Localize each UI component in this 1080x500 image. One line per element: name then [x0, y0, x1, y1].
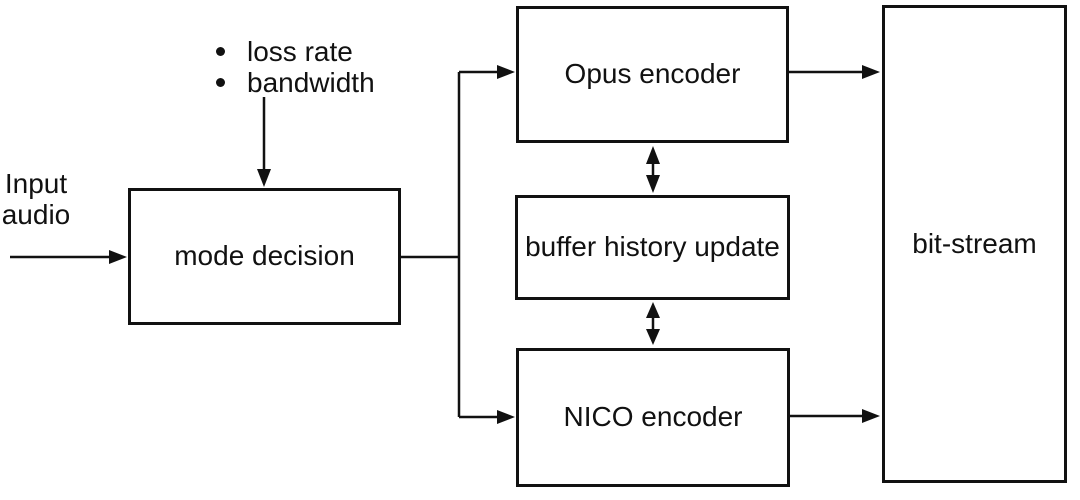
arrowhead-into-nico [497, 410, 515, 424]
node-mode-decision: mode decision [128, 188, 401, 325]
arrowhead-into-mode-decision-top [257, 169, 271, 187]
bullet-icon [216, 78, 225, 87]
arrowhead-opus-buffer-up [646, 146, 660, 164]
arrowhead-into-bitstream-bottom [862, 409, 880, 423]
param-label: loss rate [247, 36, 353, 67]
arrowhead-opus-buffer-down [646, 175, 660, 193]
arrowhead-into-bitstream-top [862, 65, 880, 79]
line-mode-decision-split [401, 70, 500, 419]
node-nico-encoder: NICO encoder [516, 348, 790, 487]
arrowhead-into-mode-decision-left [109, 250, 127, 264]
arrowhead-buffer-nico-up [646, 302, 660, 318]
input-audio-label: Input audio [1, 168, 71, 230]
arrowhead-buffer-nico-down [646, 329, 660, 345]
node-opus-encoder: Opus encoder [516, 6, 789, 143]
arrowhead-into-opus [497, 65, 515, 79]
node-buffer-history-update: buffer history update [515, 195, 790, 300]
param-label: bandwidth [247, 67, 375, 98]
list-item: loss rate [216, 36, 375, 67]
node-bit-stream: bit-stream [882, 5, 1067, 483]
params-list: loss rate bandwidth [216, 36, 375, 98]
bullet-icon [216, 47, 225, 56]
list-item: bandwidth [216, 67, 375, 98]
